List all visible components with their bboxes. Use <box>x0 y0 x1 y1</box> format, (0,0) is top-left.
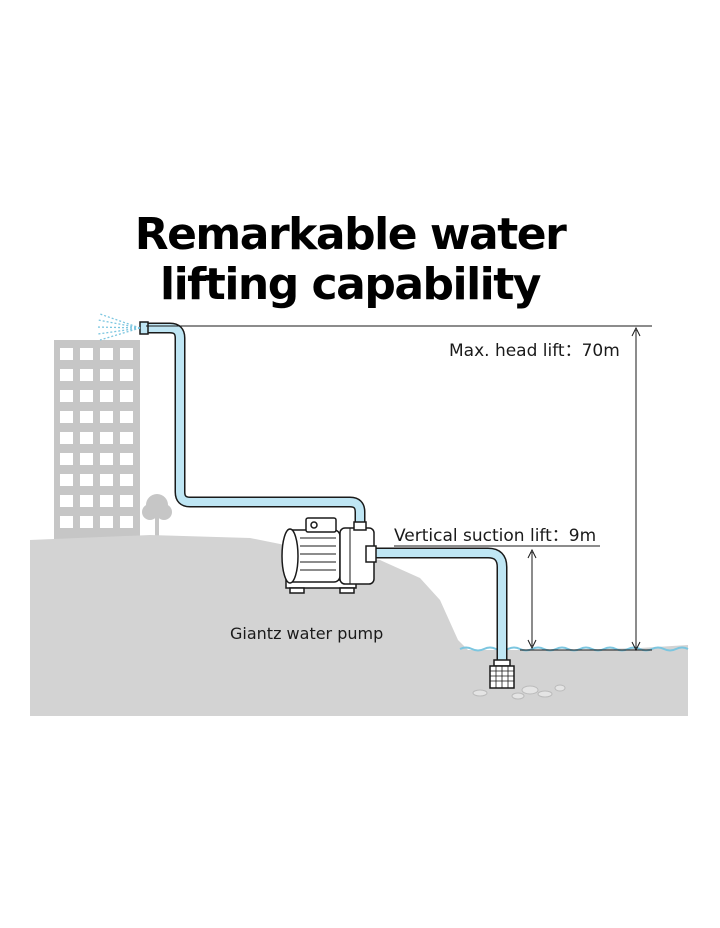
strainer-icon <box>489 659 515 689</box>
suction-pipe <box>372 547 508 662</box>
page-title: Remarkable water lifting capability <box>0 210 700 310</box>
suction-lift-dimension <box>394 545 600 650</box>
discharge-pipe <box>139 321 366 530</box>
pump-icon <box>281 517 377 594</box>
title-line-1: Remarkable water <box>134 209 567 260</box>
pump-name-label: Giantz water pump <box>230 624 384 643</box>
max-head-lift-label: Max. head lift：70m <box>449 341 620 361</box>
rocks <box>472 684 566 700</box>
water-spray <box>95 313 141 341</box>
building <box>54 340 140 550</box>
tree-icon <box>142 494 172 540</box>
vertical-suction-lift-label: Vertical suction lift：9m <box>394 526 597 546</box>
water-body <box>462 650 688 700</box>
title-line-2: lifting capability <box>160 259 541 310</box>
head-lift-dimension <box>146 325 652 652</box>
